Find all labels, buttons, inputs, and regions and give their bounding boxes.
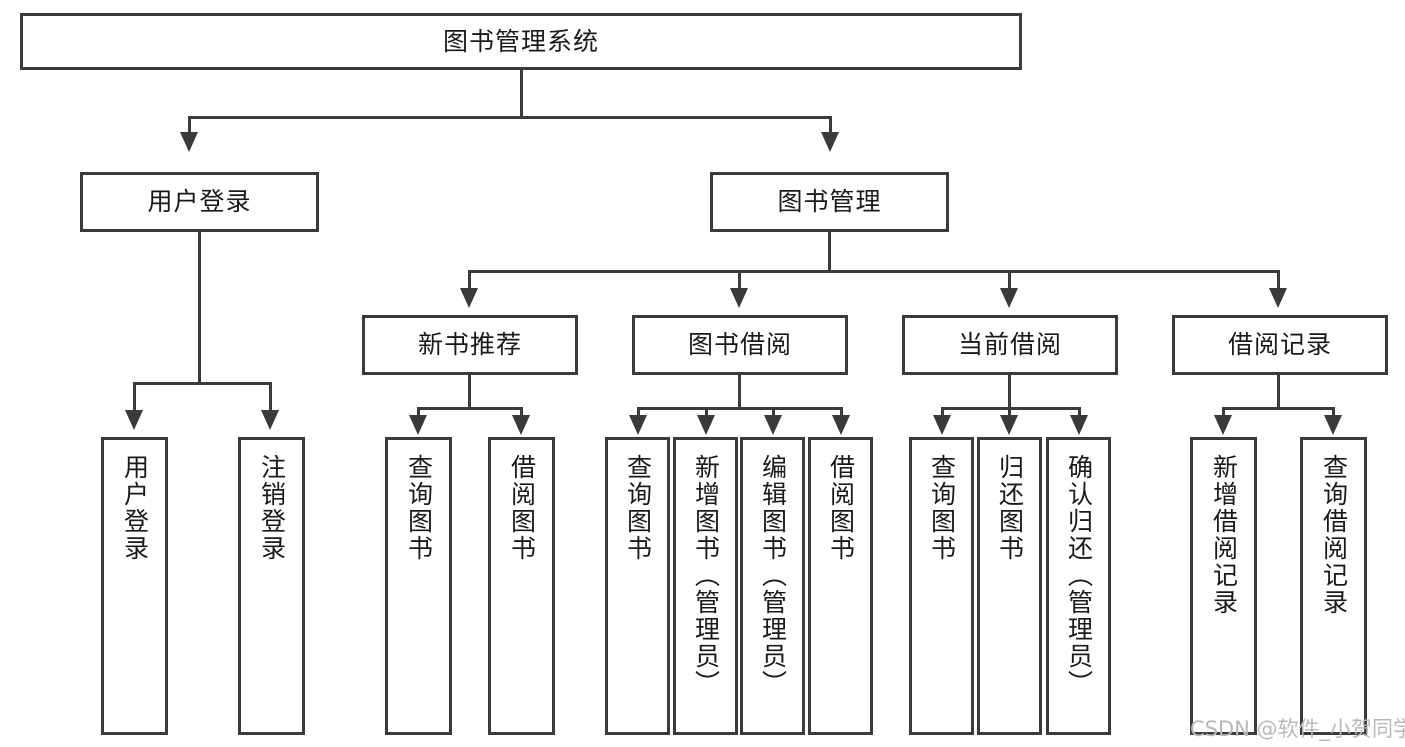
node-leaf-user-login[interactable]: 用户登录 [101, 437, 168, 735]
connector-br-drop-2 [1332, 407, 1335, 417]
arrowhead-leaf-borrow-book-2 [832, 415, 850, 435]
node-label: 用户登录 [147, 187, 252, 216]
arrowhead-leaf-query-record [1324, 415, 1342, 435]
node-label: 新增图书（管理员） [691, 454, 721, 697]
node-book-management[interactable]: 图书管理 [710, 172, 949, 232]
connector-book-management-stem [828, 232, 831, 272]
arrowhead-to-new-book-recommend [460, 288, 478, 308]
arrowhead-leaf-user-login [125, 410, 143, 430]
arrowhead-leaf-query-book-2 [629, 415, 647, 435]
arrowhead-to-user-login [180, 132, 198, 152]
connector-bm-drop-1 [468, 270, 471, 290]
connector-book-management-bus [468, 270, 1280, 273]
node-label: 确认归还（管理员） [1064, 454, 1094, 697]
connector-bb-drop-4 [840, 407, 843, 417]
arrowhead-leaf-borrow-book-1 [512, 415, 530, 435]
connector-cb-drop-1 [941, 407, 944, 417]
node-current-borrow[interactable]: 当前借阅 [902, 315, 1118, 375]
node-leaf-query-book-3[interactable]: 查询图书 [909, 437, 974, 735]
node-borrow-record[interactable]: 借阅记录 [1172, 315, 1388, 375]
node-leaf-borrow-book-1[interactable]: 借阅图书 [488, 437, 555, 735]
connector-bb-drop-2 [705, 407, 708, 417]
connector-root-bus [188, 116, 832, 119]
node-label: 当前借阅 [957, 330, 1062, 359]
arrowhead-leaf-return-book [1000, 415, 1018, 435]
connector-bm-drop-3 [1008, 270, 1011, 290]
node-leaf-edit-book[interactable]: 编辑图书（管理员） [740, 437, 805, 735]
arrowhead-leaf-edit-book [764, 415, 782, 435]
connector-br-bus [1222, 407, 1335, 410]
connector-root-stem [520, 70, 523, 118]
connector-br-drop-1 [1222, 407, 1225, 417]
connector-bb-drop-3 [772, 407, 775, 417]
node-label: 用户登录 [120, 454, 150, 562]
arrowhead-to-book-borrow [730, 288, 748, 308]
node-label: 归还图书 [995, 454, 1025, 562]
node-root-system[interactable]: 图书管理系统 [20, 13, 1022, 70]
node-label: 借阅图书 [507, 454, 537, 562]
node-label: 注销登录 [257, 454, 287, 562]
node-leaf-query-record[interactable]: 查询借阅记录 [1300, 437, 1367, 735]
connector-nbr-stem [468, 375, 471, 409]
connector-bb-stem [738, 375, 741, 409]
node-label: 借阅图书 [826, 454, 856, 562]
arrowhead-leaf-query-book-1 [409, 415, 427, 435]
node-label: 图书借阅 [687, 330, 792, 359]
arrowhead-leaf-add-record [1214, 415, 1232, 435]
connector-user-login-drop-2 [269, 382, 272, 412]
connector-cb-bus [941, 407, 1081, 410]
arrowhead-leaf-query-book-3 [933, 415, 951, 435]
node-leaf-confirm-return[interactable]: 确认归还（管理员） [1046, 437, 1111, 735]
arrowhead-leaf-add-book [697, 415, 715, 435]
node-leaf-borrow-book-2[interactable]: 借阅图书 [808, 437, 873, 735]
node-label: 图书管理系统 [442, 26, 599, 56]
node-label: 图书管理 [777, 187, 882, 216]
arrowhead-to-current-borrow [1000, 288, 1018, 308]
node-label: 查询图书 [404, 454, 434, 562]
node-user-login[interactable]: 用户登录 [80, 172, 319, 232]
node-book-borrow[interactable]: 图书借阅 [632, 315, 848, 375]
connector-bm-drop-2 [738, 270, 741, 290]
node-new-book-recommend[interactable]: 新书推荐 [362, 315, 578, 375]
connector-user-login-drop-1 [133, 382, 136, 412]
node-leaf-return-book[interactable]: 归还图书 [977, 437, 1042, 735]
node-label: 查询图书 [623, 454, 653, 562]
arrowhead-to-borrow-record [1269, 288, 1287, 308]
node-label: 查询图书 [927, 454, 957, 562]
node-label: 编辑图书（管理员） [758, 454, 788, 697]
connector-nbr-drop-2 [520, 407, 523, 417]
node-label: 查询借阅记录 [1319, 454, 1349, 616]
node-leaf-query-book-1[interactable]: 查询图书 [385, 437, 452, 735]
arrowhead-leaf-confirm-return [1070, 415, 1088, 435]
connector-bb-bus [637, 407, 843, 410]
node-label: 借阅记录 [1227, 330, 1332, 359]
node-leaf-add-book[interactable]: 新增图书（管理员） [673, 437, 738, 735]
node-leaf-add-record[interactable]: 新增借阅记录 [1190, 437, 1257, 735]
connector-br-stem [1277, 375, 1280, 409]
node-leaf-query-book-2[interactable]: 查询图书 [605, 437, 670, 735]
node-label: 新增借阅记录 [1209, 454, 1239, 616]
connector-cb-drop-2 [1008, 407, 1011, 417]
connector-root-drop-left [188, 116, 191, 134]
node-label: 新书推荐 [417, 330, 522, 359]
connector-user-login-stem [198, 232, 201, 384]
connector-cb-drop-3 [1078, 407, 1081, 417]
connector-user-login-bus [133, 382, 272, 385]
connector-bb-drop-1 [637, 407, 640, 417]
connector-bm-drop-4 [1277, 270, 1280, 290]
arrowhead-leaf-user-logout [261, 410, 279, 430]
connector-cb-stem [1008, 375, 1011, 409]
connector-nbr-bus [417, 407, 523, 410]
arrowhead-to-book-management [821, 132, 839, 152]
connector-root-drop-right [829, 116, 832, 134]
node-leaf-user-logout[interactable]: 注销登录 [238, 437, 305, 735]
csdn-watermark: CSDN @软件_小贺同学 [1190, 717, 1405, 741]
connector-nbr-drop-1 [417, 407, 420, 417]
